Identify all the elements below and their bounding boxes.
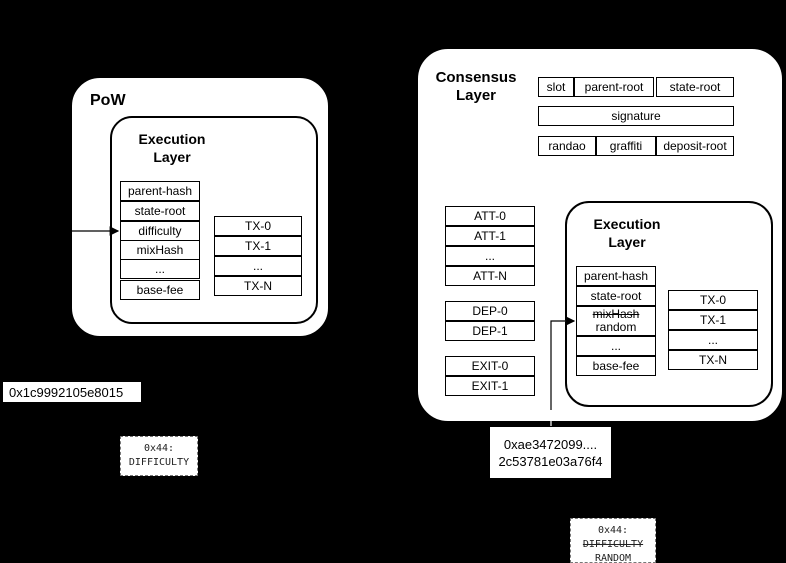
- pow-tx-dots: ...: [214, 256, 302, 276]
- beacon-field-slot: slot: [538, 77, 574, 97]
- pos-field-state-root: state-root: [576, 286, 656, 306]
- pos-execution-title: Execution Layer: [593, 216, 661, 250]
- consensus-title: Consensus Layer: [435, 69, 517, 104]
- pos-random-value: 0xae3472099.... 2c53781e03a76f4: [489, 426, 612, 479]
- deposit-0: DEP-0: [445, 301, 535, 321]
- pos-field-mixhash-old: mixHash: [592, 307, 640, 321]
- pow-tx-n: TX-N: [214, 276, 302, 296]
- pos-field-mixhash-random: mixHash random: [576, 306, 656, 336]
- pos-field-dots: ...: [576, 336, 656, 356]
- pos-field-base-fee: base-fee: [576, 356, 656, 376]
- pow-opcode-difficulty: 0x44: DIFFICULTY: [120, 436, 198, 476]
- pow-field-difficulty: difficulty: [120, 221, 200, 241]
- beacon-field-parent-root: parent-root: [574, 77, 654, 97]
- deposit-1: DEP-1: [445, 321, 535, 341]
- pos-arrow-random-inner: [550, 316, 576, 410]
- exit-0: EXIT-0: [445, 356, 535, 376]
- pos-tx-dots: ...: [668, 330, 758, 350]
- pos-tx-n: TX-N: [668, 350, 758, 370]
- pow-field-dots: ...: [120, 259, 200, 279]
- pow-difficulty-value: 0x1c9992105e8015: [2, 381, 142, 403]
- pow-field-state-root: state-root: [120, 201, 200, 221]
- pos-field-parent-hash: parent-hash: [576, 266, 656, 286]
- beacon-field-randao: randao: [538, 136, 596, 156]
- beacon-field-graffiti: graffiti: [596, 136, 656, 156]
- pow-tx-1: TX-1: [214, 236, 302, 256]
- exit-1: EXIT-1: [445, 376, 535, 396]
- attestation-n: ATT-N: [445, 266, 535, 286]
- pow-title: PoW: [90, 92, 126, 109]
- attestation-0: ATT-0: [445, 206, 535, 226]
- pow-execution-title: Execution Layer: [138, 131, 206, 165]
- pow-tx-0: TX-0: [214, 216, 302, 236]
- pos-arrow-random: [550, 320, 574, 426]
- pos-tx-0: TX-0: [668, 290, 758, 310]
- beacon-field-state-root: state-root: [656, 77, 734, 97]
- attestation-dots: ...: [445, 246, 535, 266]
- beacon-field-deposit-root: deposit-root: [656, 136, 734, 156]
- pos-tx-1: TX-1: [668, 310, 758, 330]
- beacon-field-signature: signature: [538, 106, 734, 126]
- pow-field-base-fee: base-fee: [120, 280, 200, 300]
- pow-field-parent-hash: parent-hash: [120, 181, 200, 201]
- attestation-1: ATT-1: [445, 226, 535, 246]
- pos-field-random-new: random: [595, 320, 637, 334]
